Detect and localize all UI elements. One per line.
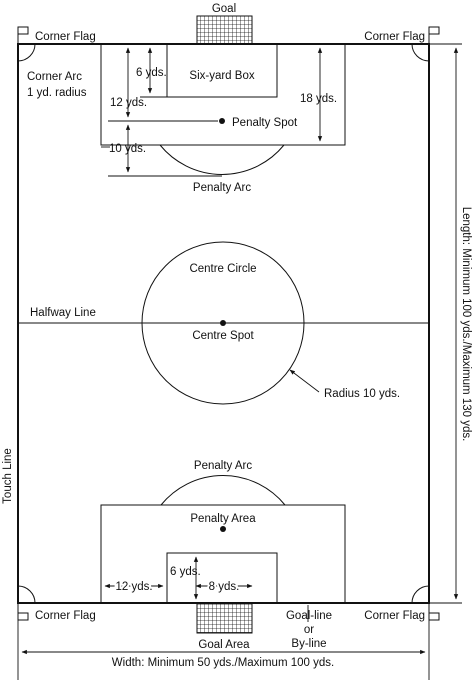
label-goal-area: Goal Area xyxy=(198,639,250,651)
label-six-yds: 6 yds. xyxy=(136,67,167,79)
label-goal-top: Goal xyxy=(212,3,236,15)
corner-arc-br xyxy=(411,585,430,604)
corner-flag-tl-icon xyxy=(17,26,29,44)
corner-arc-tl xyxy=(17,43,36,62)
label-centre-spot: Centre Spot xyxy=(192,330,254,342)
label-penalty-spot: Penalty Spot xyxy=(232,117,298,129)
label-centre-circle: Centre Circle xyxy=(189,263,256,275)
label-goal-line-1: Goal-line xyxy=(286,610,332,622)
label-penalty-arc-top: Penalty Arc xyxy=(193,182,251,194)
centre-circle xyxy=(141,241,305,405)
top-six-yard-box xyxy=(166,43,278,98)
bottom-penalty-spot xyxy=(220,526,226,532)
label-corner-flag-br: Corner Flag xyxy=(364,610,425,622)
label-corner-flag-tl: Corner Flag xyxy=(35,31,96,43)
corner-flag-tr-icon xyxy=(428,26,440,44)
label-corner-arc: Corner Arc xyxy=(27,71,82,83)
top-goal-net xyxy=(196,15,253,45)
top-penalty-arc xyxy=(159,144,285,175)
top-penalty-spot xyxy=(219,118,225,124)
label-twelve-yds-bottom: 12 yds. xyxy=(115,581,152,593)
corner-flag-bl-icon xyxy=(17,603,29,621)
label-touch-line: Touch Line xyxy=(2,448,14,504)
bottom-six-yard-box xyxy=(166,552,278,604)
corner-arc-tr xyxy=(411,43,430,62)
label-eight-yds: 8 yds. xyxy=(209,581,240,593)
label-eighteen-yds: 18 yds. xyxy=(300,93,337,105)
label-six-yard-box: Six-yard Box xyxy=(189,70,254,82)
label-goal-line-2: or xyxy=(304,624,314,636)
corner-flag-br-icon xyxy=(428,603,440,621)
centre-spot xyxy=(220,320,226,326)
label-goal-line-3: By-line xyxy=(291,638,326,650)
label-corner-flag-tr: Corner Flag xyxy=(364,31,425,43)
label-corner-arc-radius: 1 yd. radius xyxy=(27,87,87,99)
corner-arc-bl xyxy=(17,585,36,604)
bottom-goal-net xyxy=(196,602,253,634)
label-corner-flag-bl: Corner Flag xyxy=(35,610,96,622)
radius-leader xyxy=(289,369,320,393)
label-six-yds-bottom: 6 yds. xyxy=(170,566,201,578)
label-penalty-arc-bottom: Penalty Arc xyxy=(194,460,252,472)
label-halfway-line: Halfway Line xyxy=(30,307,96,319)
label-width: Width: Minimum 50 yds./Maximum 100 yds. xyxy=(112,657,334,669)
label-penalty-area: Penalty Area xyxy=(190,513,256,525)
label-length: Length: Minimum 100 yds./Maximum 130 yds… xyxy=(460,207,472,442)
bottom-penalty-arc xyxy=(160,475,286,506)
label-twelve-yds-top: 12 yds. xyxy=(110,97,147,109)
label-ten-yds: 10 yds. xyxy=(109,143,146,155)
label-radius-10: Radius 10 yds. xyxy=(324,388,400,400)
